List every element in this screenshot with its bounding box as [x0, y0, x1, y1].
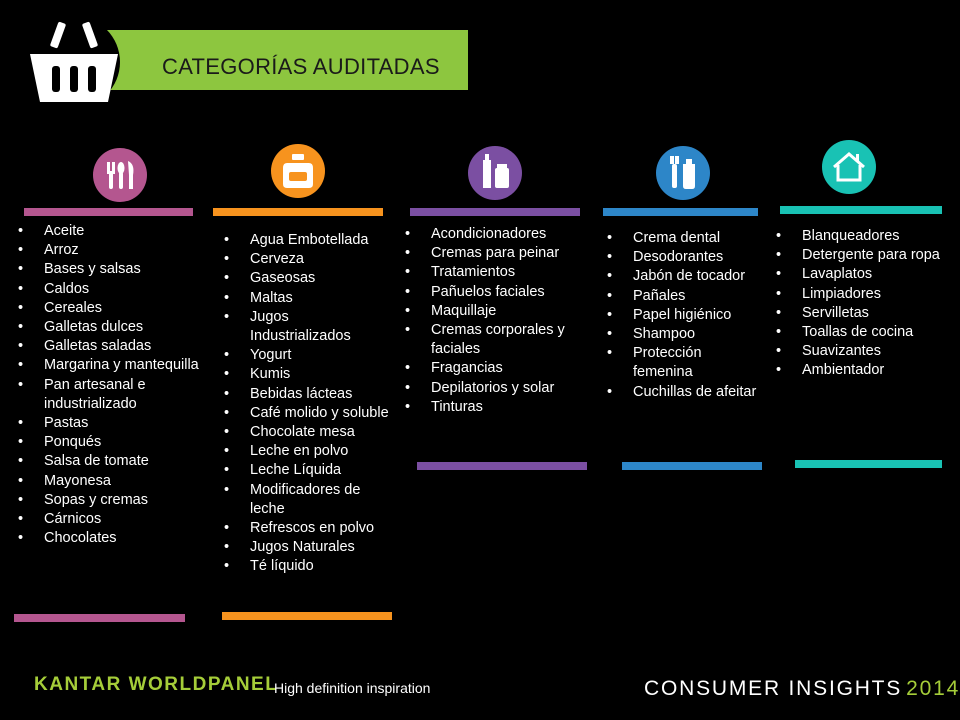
list-item: Cremas corporales y faciales — [403, 321, 588, 359]
list-item: Ambientador — [774, 361, 944, 380]
list-item: Té líquido — [222, 557, 392, 576]
list-item: Tinturas — [403, 398, 588, 417]
consumer-insights-text: CONSUMER INSIGHTS — [644, 677, 903, 700]
list-item: Refrescos en polvo — [222, 519, 392, 538]
list-item: Mayonesa — [16, 472, 216, 491]
list-item: Blanqueadores — [774, 227, 944, 246]
list-item: Margarina y mantequilla — [16, 356, 216, 375]
home-bottom-bar — [795, 460, 942, 468]
list-item: Jabón de tocador — [605, 267, 765, 286]
list-item: Agua Embotellada — [222, 231, 392, 250]
beverages-list: Agua EmbotelladaCervezaGaseosasMaltasJug… — [222, 231, 392, 577]
basket-icon — [28, 16, 120, 108]
list-item: Maquillaje — [403, 302, 588, 321]
personal-care-bottom-bar — [417, 462, 587, 470]
list-item: Servilletas — [774, 304, 944, 323]
list-item: Aceite — [16, 222, 216, 241]
list-item: Gaseosas — [222, 269, 392, 288]
list-item: Lavaplatos — [774, 265, 944, 284]
list-item: Jugos Industrializados — [222, 308, 392, 346]
list-item: Cuchillas de afeitar — [605, 383, 765, 402]
list-item: Caldos — [16, 280, 216, 299]
food-top-bar — [24, 208, 193, 216]
home-list: BlanqueadoresDetergente para ropaLavapla… — [774, 227, 944, 381]
list-item: Toallas de cocina — [774, 323, 944, 342]
list-item: Salsa de tomate — [16, 452, 216, 471]
list-item: Acondicionadores — [403, 225, 588, 244]
list-item: Pañales — [605, 287, 765, 306]
beverages-bottom-bar — [222, 612, 392, 620]
list-item: Cárnicos — [16, 510, 216, 529]
cosmetics-icon — [468, 146, 522, 200]
list-item: Bases y salsas — [16, 260, 216, 279]
food-bottom-bar — [14, 614, 185, 622]
list-item: Desodorantes — [605, 248, 765, 267]
list-item: Protección femenina — [605, 344, 765, 382]
list-item: Galletas saladas — [16, 337, 216, 356]
hygiene-top-bar — [603, 208, 758, 216]
list-item: Tratamientos — [403, 263, 588, 282]
list-item: Jugos Naturales — [222, 538, 392, 557]
house-icon — [822, 140, 876, 194]
list-item: Detergente para ropa — [774, 246, 944, 265]
list-item: Fragancias — [403, 359, 588, 378]
kantar-worldpanel-logo: KANTAR WORLDPANEL — [34, 674, 279, 695]
list-item: Suavizantes — [774, 342, 944, 361]
list-item: Ponqués — [16, 433, 216, 452]
beverages-top-bar — [213, 208, 383, 216]
list-item: Leche Líquida — [222, 461, 392, 480]
list-item: Depilatorios y solar — [403, 379, 588, 398]
list-item: Modificadores de leche — [222, 481, 392, 519]
personal-care-list: AcondicionadoresCremas para peinarTratam… — [403, 225, 588, 417]
list-item: Café molido y soluble — [222, 404, 392, 423]
list-item: Papel higiénico — [605, 306, 765, 325]
list-item: Kumis — [222, 365, 392, 384]
food-list: AceiteArrozBases y salsasCaldosCerealesG… — [16, 222, 216, 549]
list-item: Pan artesanal e industrializado — [16, 376, 216, 414]
list-item: Pastas — [16, 414, 216, 433]
page-title: CATEGORÍAS AUDITADAS — [162, 54, 440, 79]
bottle-icon — [271, 144, 325, 198]
list-item: Cremas para peinar — [403, 244, 588, 263]
cutlery-icon — [93, 148, 147, 202]
list-item: Cereales — [16, 299, 216, 318]
list-item: Arroz — [16, 241, 216, 260]
list-item: Crema dental — [605, 229, 765, 248]
list-item: Yogurt — [222, 346, 392, 365]
list-item: Shampoo — [605, 325, 765, 344]
list-item: Pañuelos faciales — [403, 283, 588, 302]
list-item: Chocolates — [16, 529, 216, 548]
list-item: Cerveza — [222, 250, 392, 269]
list-item: Leche en polvo — [222, 442, 392, 461]
list-item: Galletas dulces — [16, 318, 216, 337]
list-item: Maltas — [222, 289, 392, 308]
home-top-bar — [780, 206, 942, 214]
list-item: Sopas y cremas — [16, 491, 216, 510]
hygiene-bottom-bar — [622, 462, 762, 470]
toothbrush-icon — [656, 146, 710, 200]
hygiene-list: Crema dentalDesodorantesJabón de tocador… — [605, 229, 765, 402]
tagline: High definition inspiration — [274, 680, 431, 696]
header-banner — [100, 30, 468, 90]
year-label: 2014 — [906, 677, 960, 700]
list-item: Chocolate mesa — [222, 423, 392, 442]
list-item: Limpiadores — [774, 285, 944, 304]
list-item: Bebidas lácteas — [222, 385, 392, 404]
personal-care-top-bar — [410, 208, 580, 216]
